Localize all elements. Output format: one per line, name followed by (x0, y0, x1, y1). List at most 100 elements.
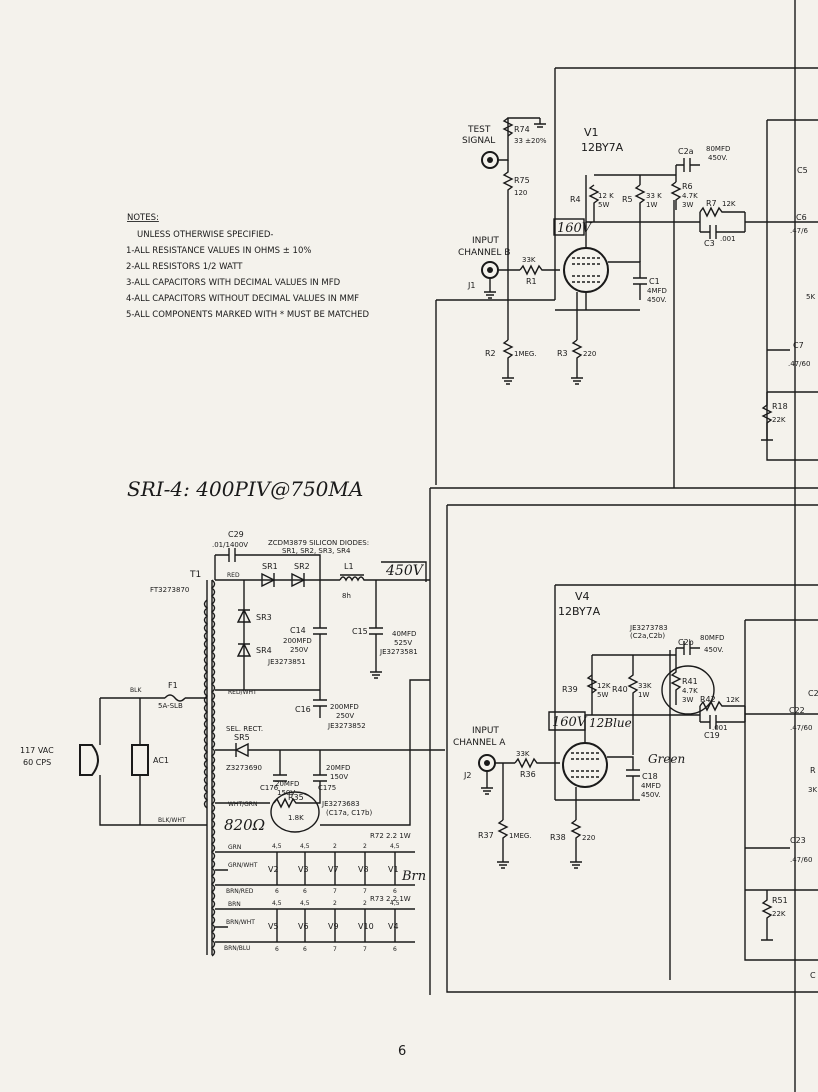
c16-value-3: JE3273852 (327, 722, 366, 730)
r3-label: R3 (557, 349, 568, 358)
r6-resistor-icon (670, 181, 682, 210)
f1-value: 5A-SLB (158, 702, 183, 710)
c3-label: C3 (704, 239, 715, 248)
heater-tube: V8 (358, 865, 369, 874)
handwritten-diode-rating: SRI-4: 400PIV@750MA (127, 477, 363, 501)
r35-marked-circle (270, 791, 320, 833)
r35-label: R35 (288, 793, 304, 802)
channel-b-stage: V1 12BY7A TEST SIGNAL R74 33 ±20% R75 12… (458, 117, 818, 385)
brn-blu-wire: BRN/BLU (224, 945, 250, 952)
heater-pin: 6 (275, 946, 279, 953)
c2b-value-1: 80MFD (700, 634, 724, 642)
r2-label: R2 (485, 349, 496, 358)
r35-value: 1.8K (288, 814, 304, 822)
heater-pin: 4,5 (390, 900, 400, 907)
r4-label: R4 (570, 195, 581, 204)
r2-resistor-icon (502, 339, 514, 385)
red-wire: RED (227, 572, 240, 579)
c14-label: C14 (290, 626, 306, 635)
notes-line: 2-ALL RESISTORS 1/2 WATT (126, 262, 243, 272)
heater-pin: 7 (333, 946, 337, 953)
sr1-label: SR1 (262, 562, 278, 571)
heater-pin: 7 (363, 888, 367, 895)
c15-value-3: JE3273581 (379, 648, 418, 656)
handwritten-160v-top: 160V (557, 221, 593, 236)
c18-value-2: 450V. (641, 791, 660, 799)
heater-tube: V7 (328, 865, 339, 874)
c14-value-3: JE3273851 (267, 658, 306, 666)
r3-value: 220 (583, 350, 596, 358)
r4-value-2: 5W (598, 201, 609, 209)
right-edge-partial: C5 C6 .47/6 5K C7 .47/60 R18 22K C2 C22 … (745, 166, 818, 980)
handwritten-brn: Brn (401, 869, 426, 884)
notes-title: NOTES: (127, 213, 159, 223)
sr5-part: Z3273690 (226, 764, 262, 772)
sr1-diode-icon (261, 572, 276, 588)
c23-value: .47/60 (790, 856, 812, 864)
r37-value: 1MEG. (509, 832, 532, 840)
r18-value: 22K (772, 416, 786, 424)
c18-value-1: 4MFD (641, 782, 661, 790)
heater-pin: 6 (303, 946, 307, 953)
heater-tube: V4 (388, 922, 399, 931)
r1-label: R1 (526, 277, 537, 286)
r74-value: 33 ±20% (514, 137, 547, 145)
c22b-label: C22 (789, 706, 805, 715)
r39-label: R39 (562, 685, 578, 694)
brn-wht-wire: BRN/WHT (226, 919, 255, 926)
c175-label: C175 (318, 784, 336, 792)
handwritten-green: Green (648, 752, 685, 766)
c1-label: C1 (649, 277, 660, 286)
c176-label: C176 (260, 784, 279, 792)
r3-resistor-icon (571, 339, 583, 385)
c3-value: .001 (720, 235, 736, 243)
page-number: 6 (398, 1044, 406, 1059)
r37-resistor-icon (497, 819, 509, 869)
r4-resistor-icon (588, 184, 600, 222)
heater-tube: V1 (388, 865, 399, 874)
heater-tube: V2 (268, 865, 279, 874)
sr5-diode-icon (234, 742, 249, 758)
r75-value: 120 (514, 189, 527, 197)
input-b-channel: CHANNEL B (458, 248, 510, 258)
l1-choke-icon (339, 574, 430, 582)
input-a-label: INPUT (472, 726, 499, 736)
r6-value-2: 3W (682, 201, 693, 209)
c14-value-1: 200MFD (283, 637, 312, 645)
c5-label: C5 (797, 166, 808, 175)
r1-value: 33K (522, 256, 536, 264)
c2b-label: C2b (678, 638, 694, 647)
sr4-label: SR4 (256, 646, 272, 655)
r5-value-1: 33 K (646, 192, 662, 200)
r75-resistor-icon (502, 160, 514, 270)
r73-label: R73 2.2 1W (370, 895, 411, 903)
c22b-value: .47/60 (790, 724, 812, 732)
notes-line: 4-ALL CAPACITORS WITHOUT DECIMAL VALUES … (126, 294, 359, 304)
r7-label: R7 (706, 199, 717, 208)
c1-value-2: 450V. (647, 296, 666, 304)
c16-label: C16 (295, 705, 311, 714)
c17a-value-1: 20MFD (275, 780, 299, 788)
input-a-channel: CHANNEL A (453, 738, 506, 748)
r51-resistor-icon (761, 890, 773, 941)
heater-pin: 6 (303, 888, 307, 895)
sr3-label: SR3 (256, 613, 272, 622)
r41-value-1: 4.7K (682, 687, 698, 695)
blk-wht-wire: BLK/WHT (158, 817, 186, 824)
c7-label: C7 (793, 341, 804, 350)
notes-line: 3-ALL CAPACITORS WITH DECIMAL VALUES IN … (126, 278, 341, 288)
r5-label: R5 (622, 195, 633, 204)
c15-value-1: 40MFD (392, 630, 416, 638)
sr3-diode-icon (236, 608, 252, 623)
c2a-capacitor-icon (676, 158, 700, 172)
c14-capacitor-icon (313, 580, 327, 690)
handwritten-160v-bottom: 160V (552, 715, 588, 730)
c15-label: C15 (352, 627, 368, 636)
wht-grn-wire: WHT/GRN (228, 801, 257, 808)
f1-label: F1 (168, 681, 178, 690)
r75-label: R75 (514, 176, 530, 185)
heater-tube: V9 (328, 922, 339, 931)
brn-wire: BRN (228, 901, 241, 908)
r-partial: R (810, 766, 816, 775)
heater-pin: 6 (275, 888, 279, 895)
